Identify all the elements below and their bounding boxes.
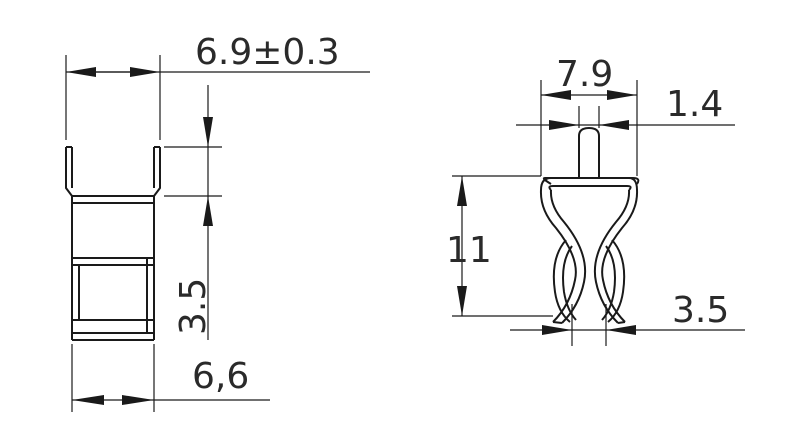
dim-right-height-label: 11 [446, 230, 492, 271]
dim-right-top-width-label: 7.9 [556, 54, 613, 95]
right-view: 7.9 1.4 11 3.5 [446, 54, 745, 346]
dim-right-height: 11 [446, 175, 553, 317]
dim-right-tab-width: 1.4 [516, 84, 735, 130]
dim-right-top-width: 7.9 [540, 54, 638, 176]
dim-right-gap-label: 3.5 [672, 290, 729, 331]
dim-left-height: 3.5 [164, 85, 222, 340]
dim-left-bottom-width-label: 6,6 [192, 356, 249, 397]
dim-right-gap: 3.5 [510, 290, 745, 346]
right-part-outline [539, 127, 640, 324]
left-part-outline [65, 146, 161, 341]
left-view: 6.9±0.3 3.5 6,6 [65, 32, 370, 412]
dim-left-bottom-width: 6,6 [71, 344, 270, 412]
dim-left-top-width: 6.9±0.3 [65, 32, 370, 140]
dim-right-tab-width-label: 1.4 [666, 84, 723, 125]
dim-left-top-width-label: 6.9±0.3 [195, 32, 340, 73]
dim-left-height-label: 3.5 [173, 278, 214, 335]
